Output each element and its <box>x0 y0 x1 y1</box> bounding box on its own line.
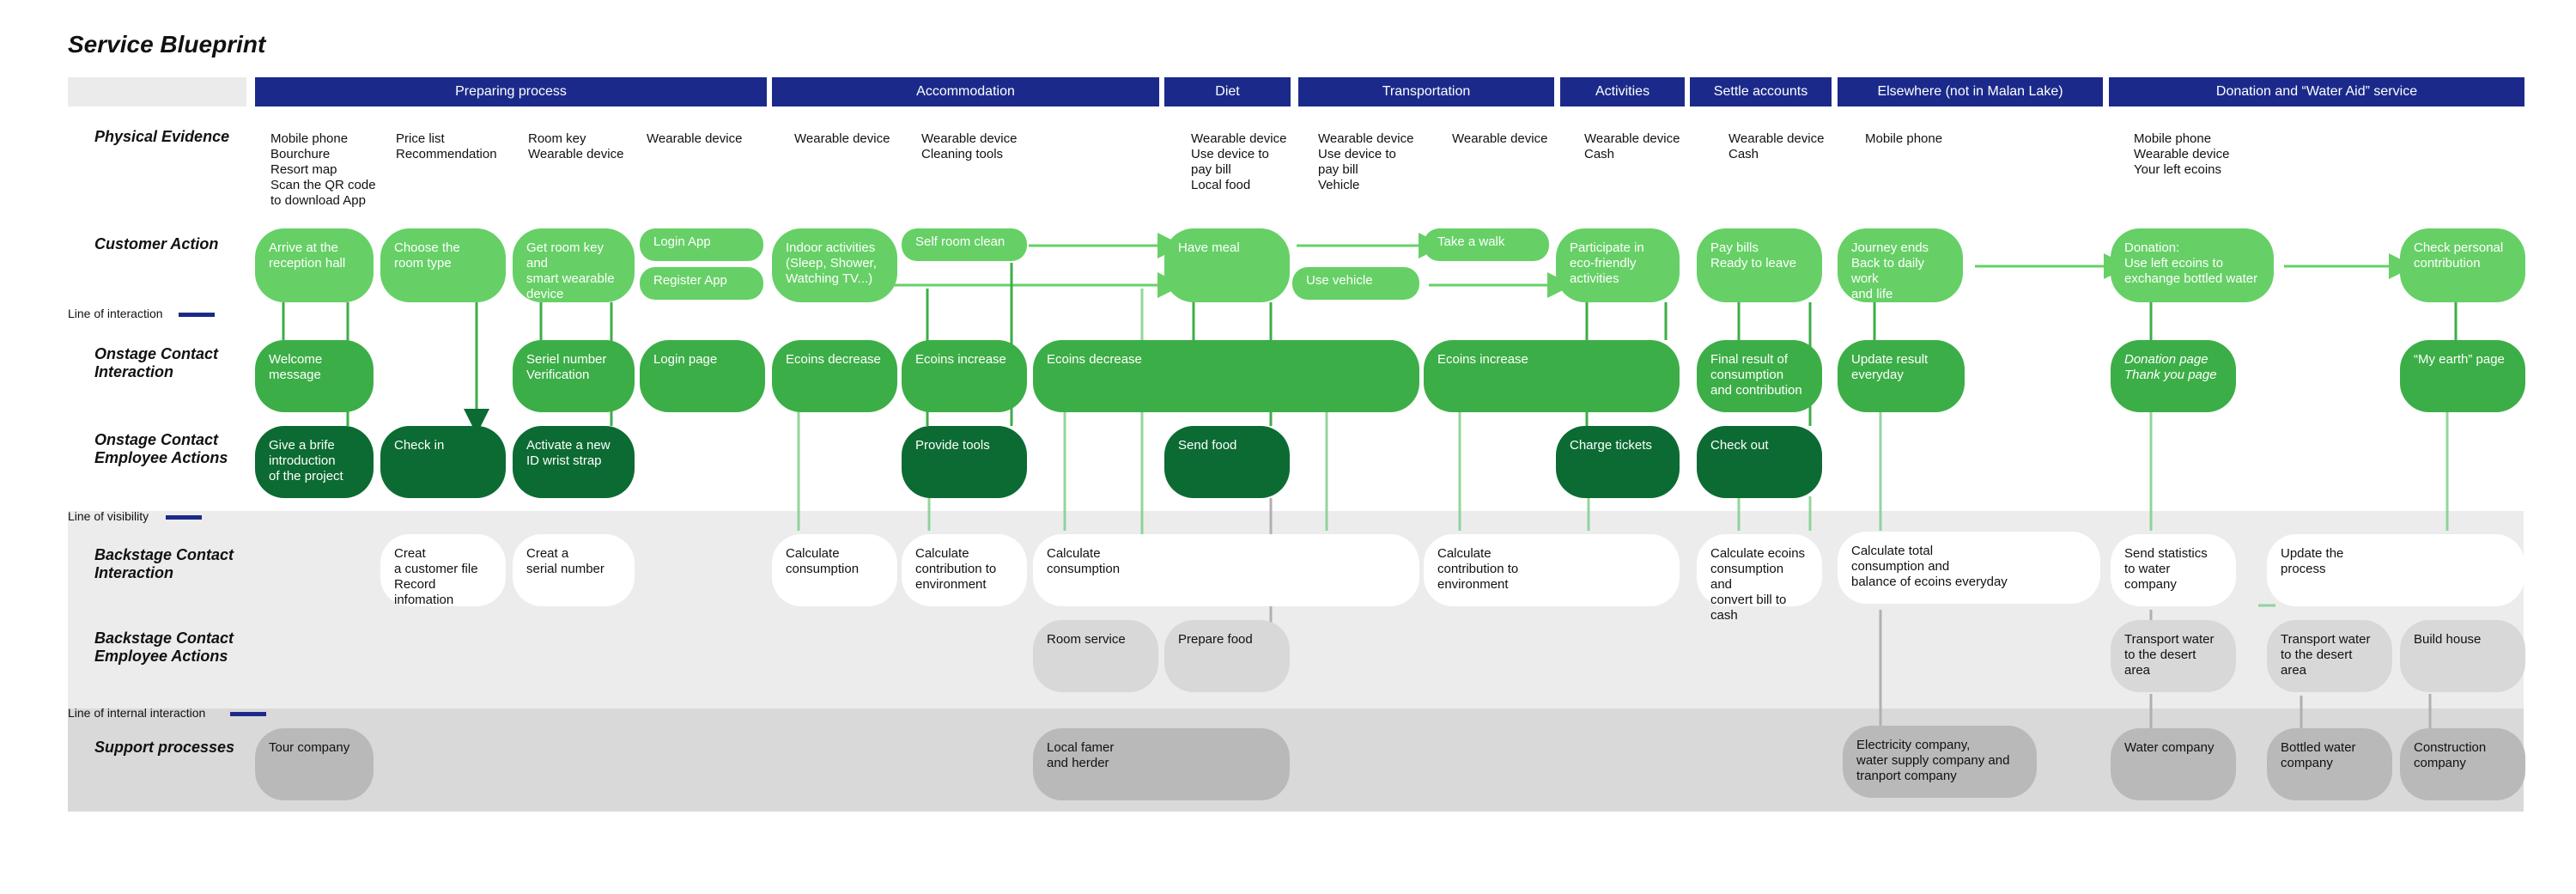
onstage-welcome-message: Welcome message <box>255 340 374 412</box>
backstage-prepare-food: Prepare food <box>1164 620 1290 692</box>
physical-evidence-item: Mobile phone <box>1865 131 1943 146</box>
onstage-my-earth-page: “My earth” page <box>2400 340 2525 412</box>
employee-check-in: Check in <box>380 426 506 498</box>
stage-header-activities: Activities <box>1560 77 1685 106</box>
row-label-backstage-interaction: Backstage Contact Interaction <box>94 546 234 581</box>
backstage-room-service: Room service <box>1033 620 1158 692</box>
customer-action-self-room-clean: Self room clean <box>902 228 1027 261</box>
backstage-transport-water: Transport water to the desert area <box>2111 620 2236 692</box>
customer-action-take-a-walk: Take a walk <box>1424 228 1549 261</box>
physical-evidence-item: Wearable device Cash <box>1584 131 1680 161</box>
stage-header-preparing: Preparing process <box>255 77 767 106</box>
support-construction-company: Construction company <box>2400 728 2525 800</box>
employee-check-out: Check out <box>1697 426 1822 498</box>
backstage-calculate-contribution: Calculate contribution to environment <box>1424 534 1680 606</box>
backstage-calculate-consumption: Calculate consumption <box>772 534 897 606</box>
stage-header-gutter <box>68 77 246 106</box>
physical-evidence-item: Price list Recommendation <box>396 131 497 161</box>
onstage-ecoins-decrease: Ecoins decrease <box>772 340 897 412</box>
backstage-transport-water: Transport water to the desert area <box>2267 620 2392 692</box>
customer-action-donation: Donation: Use left ecoins to exchange bo… <box>2111 228 2274 302</box>
line-of-visibility-label: Line of visibility <box>68 509 149 523</box>
employee-send-food: Send food <box>1164 426 1290 498</box>
line-of-internal-interaction-marker <box>230 712 266 716</box>
customer-action-get-room-key: Get room key and smart wearable device <box>513 228 635 302</box>
onstage-final-result: Final result of consumption and contribu… <box>1697 340 1822 412</box>
row-label-customer-action: Customer Action <box>94 235 219 252</box>
onstage-serial-verification: Seriel number Verification <box>513 340 635 412</box>
physical-evidence-item: Room key Wearable device <box>528 131 624 161</box>
backstage-send-statistics: Send statistics to water company <box>2111 534 2236 606</box>
onstage-ecoins-increase: Ecoins increase <box>1424 340 1680 412</box>
employee-charge-tickets: Charge tickets <box>1556 426 1680 498</box>
backstage-create-serial-number: Creat a serial number <box>513 534 635 606</box>
page-title: Service Blueprint <box>68 31 266 58</box>
stage-header-settle: Settle accounts <box>1690 77 1832 106</box>
support-tour-company: Tour company <box>255 728 374 800</box>
backstage-calculate-ecoins: Calculate ecoins consumption and convert… <box>1697 534 1822 623</box>
stage-header-donation: Donation and “Water Aid” service <box>2109 77 2524 106</box>
physical-evidence-item: Mobile phone Bourchure Resort map Scan t… <box>270 131 376 208</box>
customer-action-choose-room: Choose the room type <box>380 228 506 302</box>
row-label-onstage-interaction: Onstage Contact Interaction <box>94 345 219 380</box>
onstage-login-page: Login page <box>640 340 765 412</box>
customer-action-pay-bills: Pay bills Ready to leave <box>1697 228 1822 302</box>
onstage-ecoins-increase: Ecoins increase <box>902 340 1027 412</box>
onstage-update-result: Update result everyday <box>1838 340 1965 412</box>
stage-header-accommodation: Accommodation <box>772 77 1159 106</box>
line-of-internal-interaction-label: Line of internal interaction <box>68 706 206 720</box>
customer-action-journey-ends: Journey ends Back to daily work and life <box>1838 228 1963 302</box>
stage-header-diet: Diet <box>1164 77 1291 106</box>
onstage-donation-page: Donation page Thank you page <box>2111 340 2236 412</box>
support-bottled-water-company: Bottled water company <box>2267 728 2392 800</box>
physical-evidence-item: Wearable device Cash <box>1728 131 1825 161</box>
customer-action-use-vehicle: Use vehicle <box>1292 267 1419 300</box>
backstage-calculate-contribution: Calculate contribution to environment <box>902 534 1027 606</box>
row-label-physical-evidence: Physical Evidence <box>94 128 230 145</box>
support-utility-companies: Electricity company, water supply compan… <box>1843 726 2037 798</box>
physical-evidence-item: Wearable device Use device to pay bill L… <box>1191 131 1287 192</box>
employee-give-introduction: Give a brife introduction of the project <box>255 426 374 498</box>
customer-action-participate: Participate in eco-friendly activities <box>1556 228 1680 302</box>
employee-provide-tools: Provide tools <box>902 426 1027 498</box>
physical-evidence-item: Wearable device <box>794 131 890 146</box>
stage-header-transportation: Transportation <box>1298 77 1554 106</box>
physical-evidence-item: Wearable device Use device to pay bill V… <box>1318 131 1414 192</box>
row-label-support: Support processes <box>94 739 235 756</box>
row-label-onstage-employee: Onstage Contact Employee Actions <box>94 431 228 466</box>
customer-action-login-app: Login App <box>640 228 763 261</box>
employee-activate-wrist-strap: Activate a new ID wrist strap <box>513 426 635 498</box>
backstage-calculate-consumption: Calculate consumption <box>1033 534 1419 606</box>
row-label-backstage-employee: Backstage Contact Employee Actions <box>94 629 234 665</box>
customer-action-indoor-activities: Indoor activities (Sleep, Shower, Watchi… <box>772 228 897 302</box>
backstage-build-house: Build house <box>2400 620 2525 692</box>
physical-evidence-item: Wearable device Cleaning tools <box>921 131 1018 161</box>
line-of-visibility-marker <box>166 515 202 520</box>
stage-header-elsewhere: Elsewhere (not in Malan Lake) <box>1838 77 2103 106</box>
customer-action-have-meal: Have meal <box>1164 228 1290 302</box>
backstage-create-customer-file: Creat a customer file Record infomation <box>380 534 506 607</box>
line-of-interaction-marker <box>179 313 215 317</box>
backstage-update-process: Update the process <box>2267 534 2524 606</box>
support-local-famer: Local famer and herder <box>1033 728 1290 800</box>
line-of-interaction-label: Line of interaction <box>68 307 163 320</box>
customer-action-check-contribution: Check personal contribution <box>2400 228 2525 302</box>
support-water-company: Water company <box>2111 728 2236 800</box>
backstage-calculate-total: Calculate total consumption and balance … <box>1838 532 2100 604</box>
physical-evidence-item: Wearable device <box>647 131 743 146</box>
onstage-ecoins-decrease: Ecoins decrease <box>1033 340 1419 412</box>
customer-action-arrive: Arrive at the reception hall <box>255 228 374 302</box>
customer-action-register-app: Register App <box>640 267 763 300</box>
physical-evidence-item: Mobile phone Wearable device Your left e… <box>2134 131 2230 177</box>
physical-evidence-item: Wearable device <box>1452 131 1548 146</box>
